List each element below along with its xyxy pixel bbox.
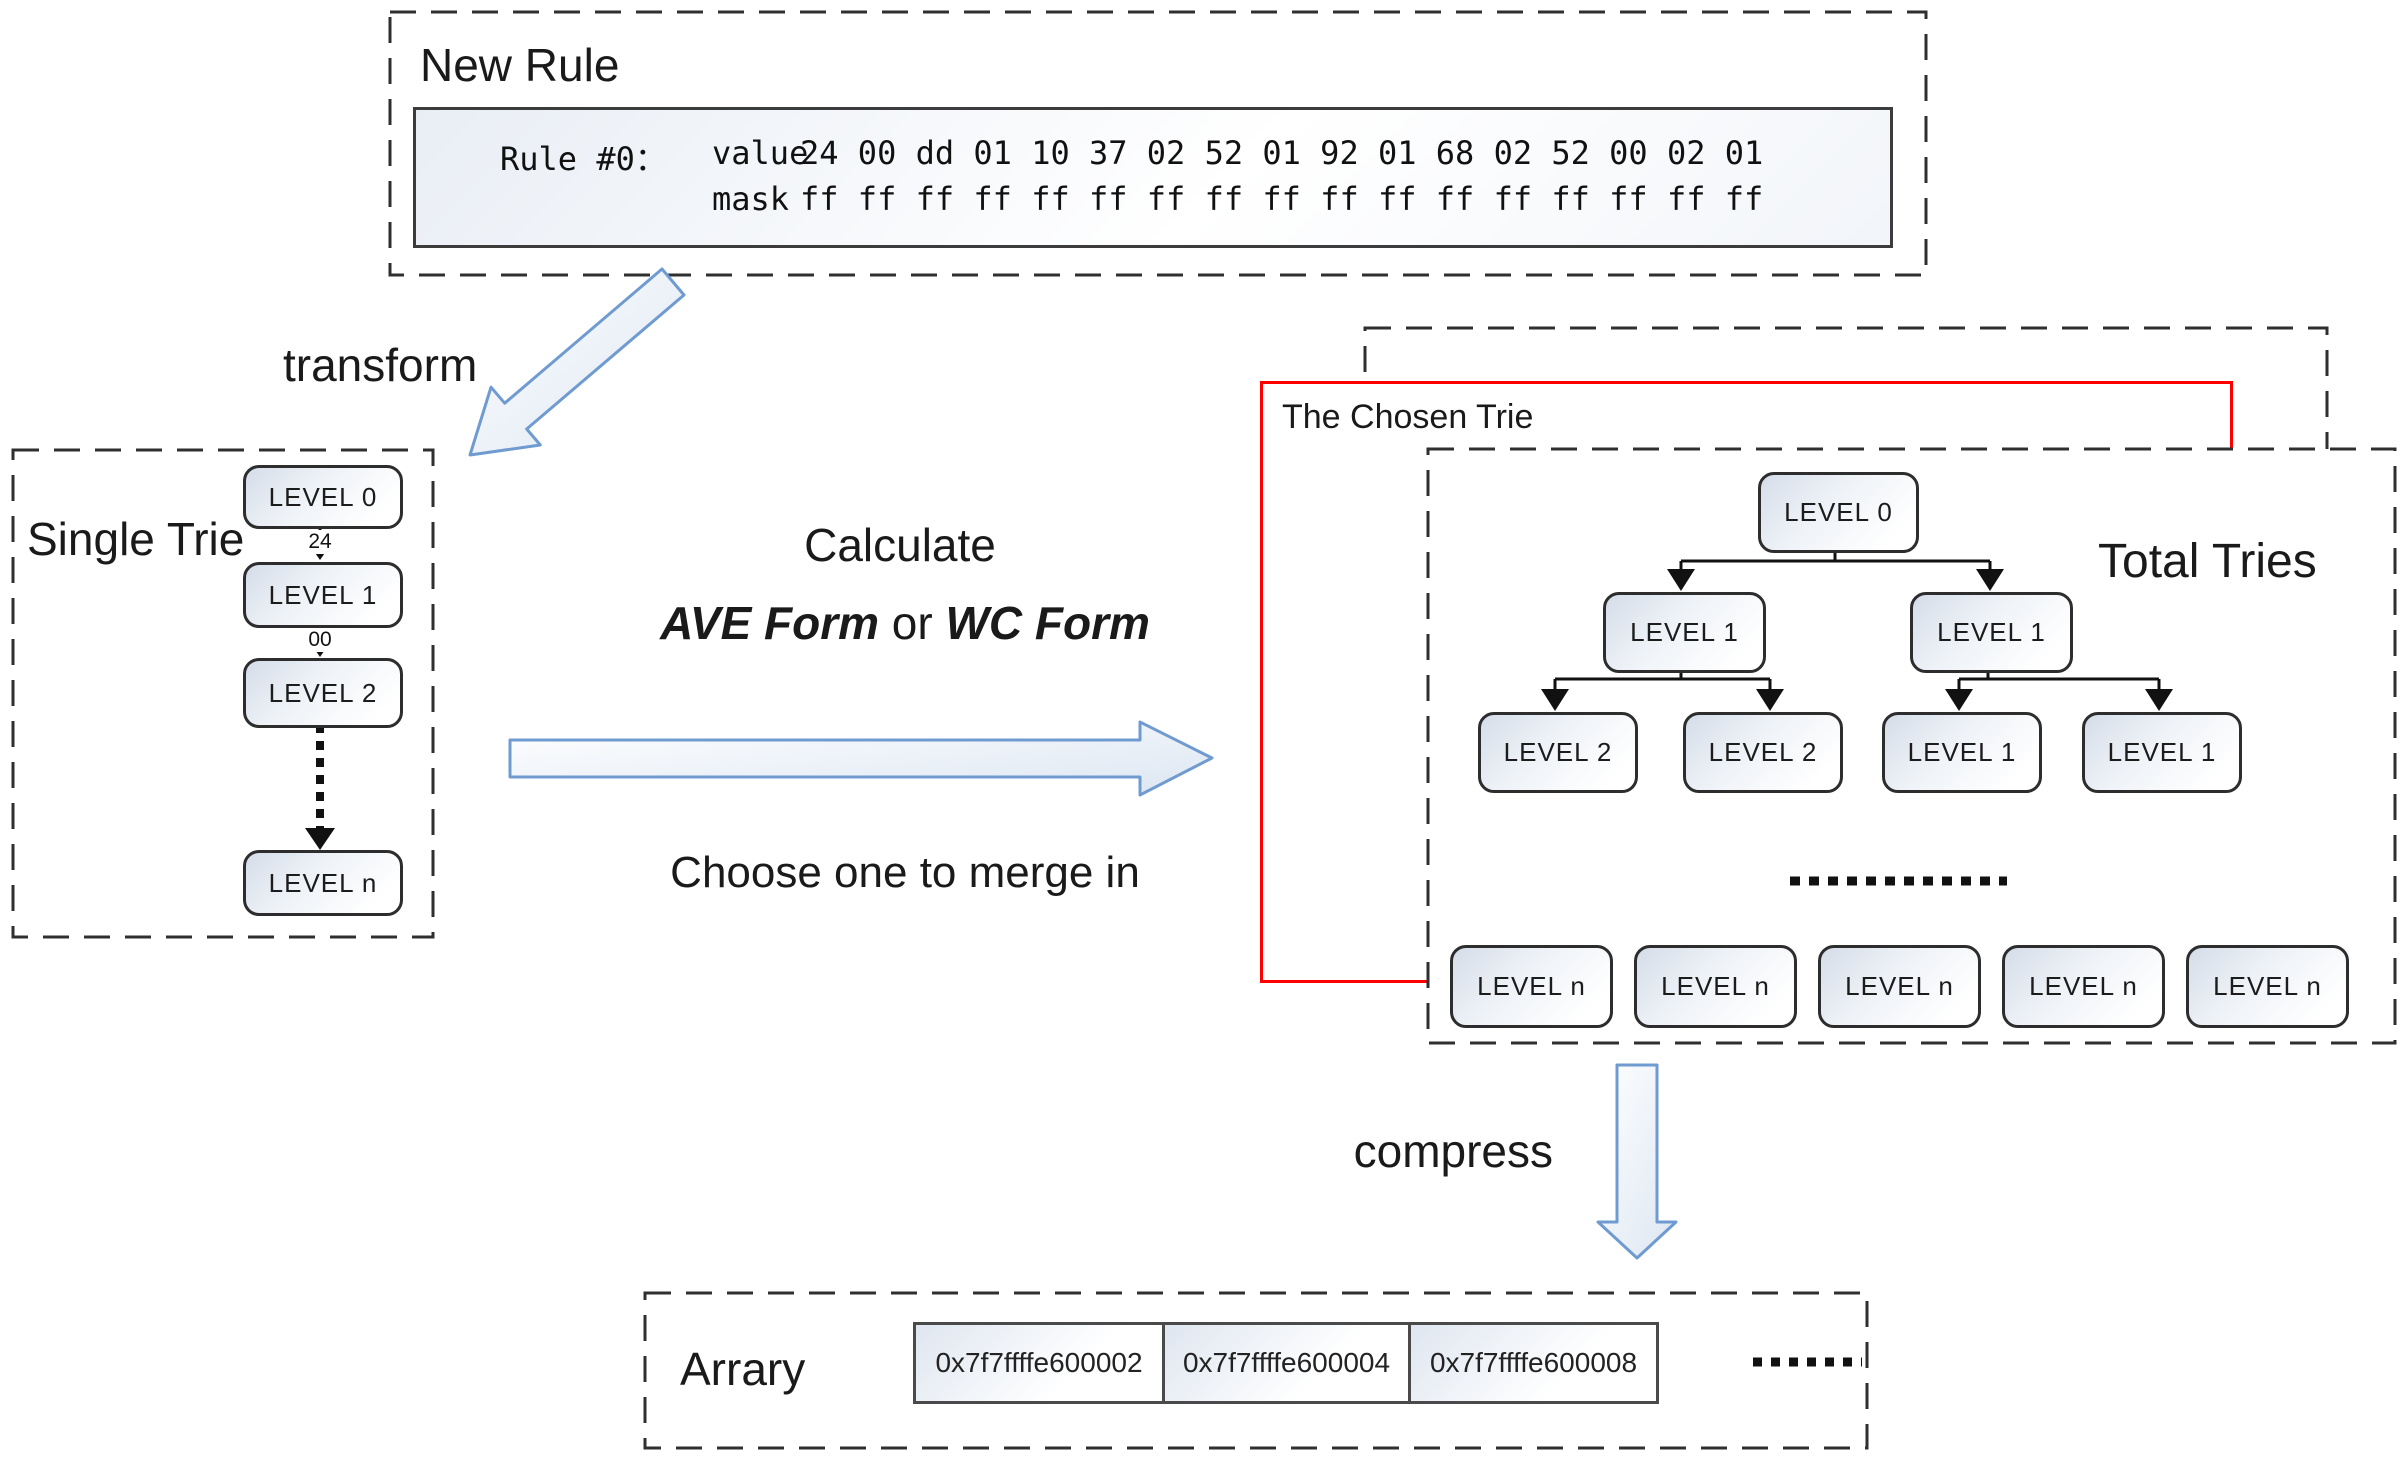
form-options-label: AVE Form or WC Form <box>620 596 1190 650</box>
tree-node-row3-4: LEVEL 1 <box>2082 712 2242 793</box>
array-title: Arrary <box>680 1343 806 1395</box>
compress-label: compress <box>1353 1125 1553 1177</box>
single-trie-node-level2: LEVEL 2 <box>243 658 403 728</box>
transform-arrow-icon <box>468 267 686 457</box>
tree-node-leaf-4: LEVEL n <box>2002 945 2165 1028</box>
single-trie-node-leveln: LEVEL n <box>243 850 403 916</box>
or-label: or <box>879 597 946 649</box>
calculate-label: Calculate <box>804 519 996 571</box>
array-cell-1: 0x7f7ffffe600002 <box>913 1322 1165 1404</box>
tree-node-level1-left: LEVEL 1 <box>1603 592 1766 673</box>
edge-arrowhead-icon <box>305 828 335 850</box>
tree-node-root: LEVEL 0 <box>1758 472 1919 553</box>
array-cell-3: 0x7f7ffffe600008 <box>1408 1322 1659 1404</box>
edge-label-24: 24 <box>298 530 342 554</box>
tree-node-leaf-3: LEVEL n <box>1818 945 1981 1028</box>
tree-node-leaf-1: LEVEL n <box>1450 945 1613 1028</box>
new-rule-title: New Rule <box>420 39 620 91</box>
rule-value-label: value <box>712 134 809 172</box>
array-cell-2: 0x7f7ffffe600004 <box>1162 1322 1411 1404</box>
single-trie-node-level0: LEVEL 0 <box>243 465 403 529</box>
tree-node-row3-3: LEVEL 1 <box>1882 712 2042 793</box>
transform-label: transform <box>283 339 478 391</box>
tree-node-leaf-5: LEVEL n <box>2186 945 2349 1028</box>
ave-form-label: AVE Form <box>660 597 880 649</box>
wc-form-label: WC Form <box>945 597 1150 649</box>
choose-merge-label: Choose one to merge in <box>670 848 1140 897</box>
edge-label-00: 00 <box>298 628 342 652</box>
total-tries-title: Total Tries <box>2098 535 2317 588</box>
tree-node-level1-right: LEVEL 1 <box>1910 592 2073 673</box>
rule-mask-label: mask <box>712 180 790 218</box>
tree-node-leaf-2: LEVEL n <box>1634 945 1797 1028</box>
compress-arrow-icon <box>1596 1063 1678 1260</box>
tree-node-row3-2: LEVEL 2 <box>1683 712 1843 793</box>
rule-mask-bytes: ff ff ff ff ff ff ff ff ff ff ff ff ff f… <box>800 180 1764 218</box>
single-trie-title: Single Trie <box>27 513 245 565</box>
rule-number-label: Rule #0： <box>500 140 667 178</box>
single-trie-node-level1: LEVEL 1 <box>243 562 403 628</box>
merge-arrow-icon <box>508 720 1214 797</box>
tree-node-row3-1: LEVEL 2 <box>1478 712 1638 793</box>
chosen-trie-red-outline <box>1260 381 2233 983</box>
rule-value-bytes: 24 00 dd 01 10 37 02 52 01 92 01 68 02 5… <box>800 134 1764 172</box>
chosen-trie-label: The Chosen Trie <box>1282 398 1534 436</box>
